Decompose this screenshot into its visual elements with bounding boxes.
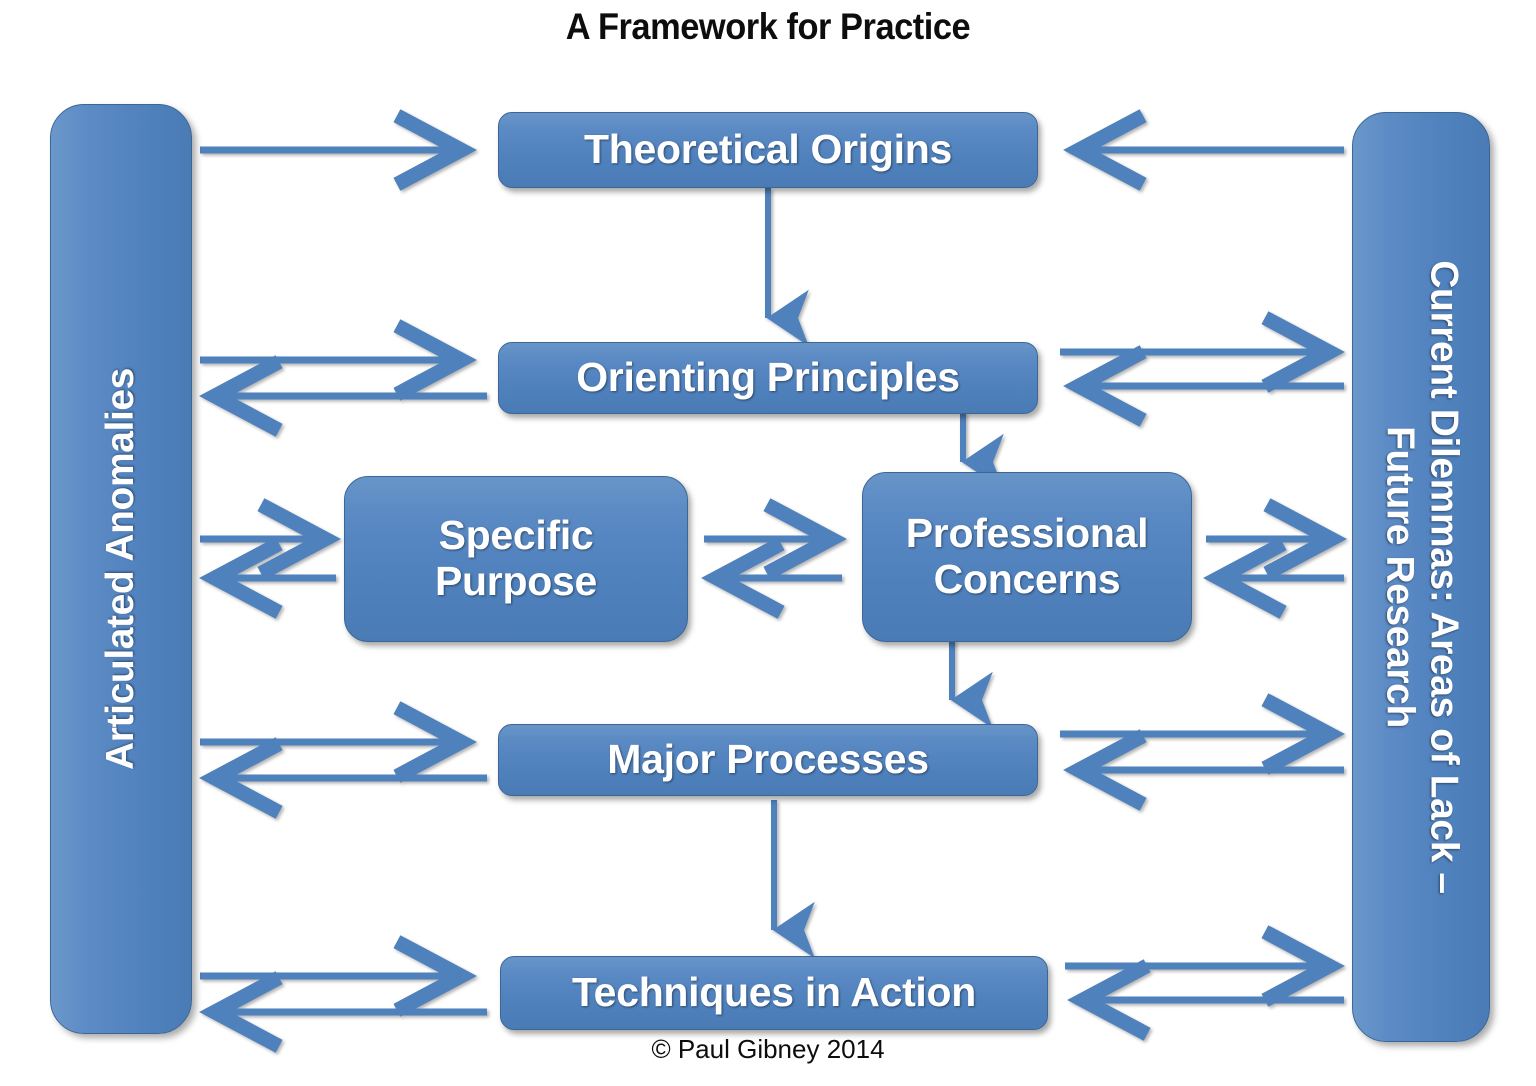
node-specific-purpose-label-line2: Purpose	[435, 558, 597, 604]
node-major-processes-label: Major Processes	[607, 736, 929, 783]
node-specific-purpose-label-line1: Specific	[438, 512, 594, 559]
page-title: A Framework for Practice	[565, 6, 971, 47]
node-theoretical-origins[interactable]: Theoretical Origins	[498, 112, 1038, 188]
side-panel-current-dilemmas[interactable]: Current Dilemmas: Areas of Lack – Future…	[1352, 112, 1490, 1042]
node-professional-concerns-label-line2: Concerns	[933, 556, 1121, 602]
copyright-notice: © Paul Gibney 2014	[651, 1034, 885, 1064]
side-panel-right-text-wrap: Current Dilemmas: Areas of Lack – Future…	[1377, 260, 1466, 894]
node-techniques-in-action-label: Techniques in Action	[571, 969, 977, 1016]
side-panel-right-label-line2: Future Research	[1378, 426, 1421, 728]
node-professional-concerns-label-line1: Professional	[905, 510, 1149, 557]
node-orienting-principles-label: Orienting Principles	[576, 354, 960, 401]
node-specific-purpose[interactable]: Specific Purpose	[344, 476, 688, 642]
node-theoretical-origins-label: Theoretical Origins	[584, 126, 952, 173]
side-panel-right-label-line1: Current Dilemmas: Areas of Lack –	[1422, 260, 1466, 894]
node-techniques-in-action[interactable]: Techniques in Action	[500, 956, 1048, 1030]
node-orienting-principles[interactable]: Orienting Principles	[498, 342, 1038, 414]
node-major-processes[interactable]: Major Processes	[498, 724, 1038, 796]
side-panel-left-label: Articulated Anomalies	[98, 368, 142, 770]
side-panel-left-text-wrap: Articulated Anomalies	[99, 368, 143, 770]
node-professional-concerns[interactable]: Professional Concerns	[862, 472, 1192, 642]
side-panel-articulated-anomalies[interactable]: Articulated Anomalies	[50, 104, 192, 1034]
